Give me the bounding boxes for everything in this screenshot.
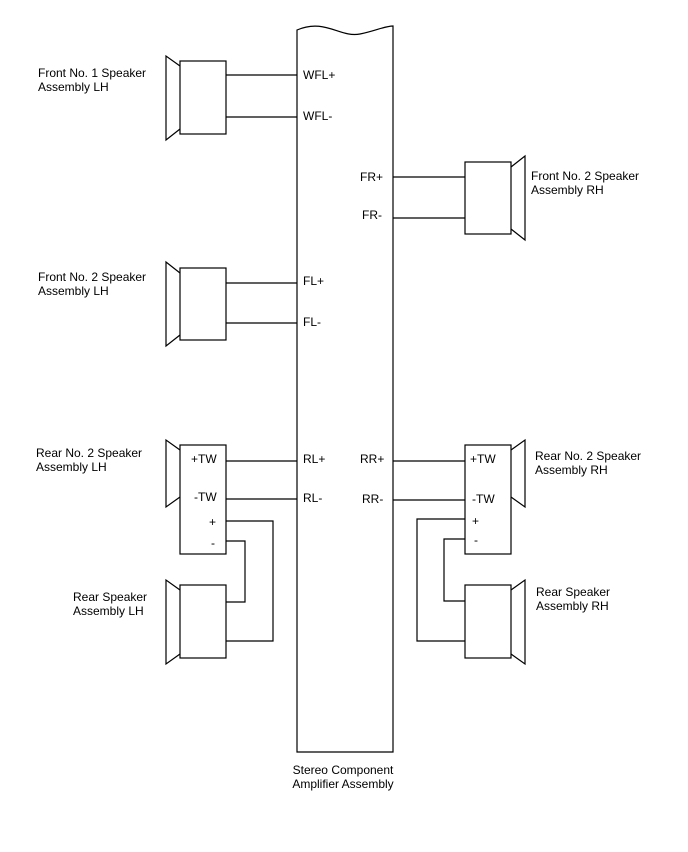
speaker-front2-rh [464, 154, 526, 242]
terminal-wfl-plus: WFL+ [303, 68, 335, 82]
label-rear2-lh-line1: Rear No. 2 Speaker [36, 446, 142, 460]
label-front1-lh-line2: Assembly LH [38, 80, 109, 94]
speaker-rear2-lh [165, 438, 227, 555]
terminal-fl-plus: FL+ [303, 274, 324, 288]
label-front2-lh-line1: Front No. 2 Speaker [38, 270, 146, 284]
label-rear-lh-line1: Rear Speaker [73, 590, 147, 604]
rear2-rh-tw-plus: +TW [470, 452, 496, 466]
label-front2-rh-line2: Assembly RH [531, 183, 604, 197]
wire-rear-lh-plus [226, 520, 274, 642]
rear2-rh-minus: - [474, 533, 478, 547]
terminal-fr-minus: FR- [362, 208, 382, 222]
rear2-lh-minus: - [211, 536, 215, 550]
rear2-rh-plus: + [472, 514, 479, 528]
terminal-rr-plus: RR+ [360, 452, 384, 466]
terminal-fl-minus: FL- [303, 315, 321, 329]
wire-rear-rh-minus [443, 538, 465, 602]
label-rear2-rh-line1: Rear No. 2 Speaker [535, 449, 641, 463]
terminal-rl-plus: RL+ [303, 452, 325, 466]
label-rear2-lh-line2: Assembly LH [36, 460, 107, 474]
amplifier-body [296, 25, 394, 753]
label-rear-rh-line2: Assembly RH [536, 599, 609, 613]
speaker-rear-lh [165, 578, 227, 666]
label-front2-rh-line1: Front No. 2 Speaker [531, 169, 639, 183]
rear2-lh-tw-plus: +TW [191, 452, 217, 466]
speaker-front1-lh [165, 54, 227, 142]
rear2-lh-plus: + [209, 515, 216, 529]
label-front2-lh-line2: Assembly LH [38, 284, 109, 298]
rear2-lh-tw-minus: -TW [194, 490, 217, 504]
label-rear-rh-line1: Rear Speaker [536, 585, 610, 599]
speaker-rear-rh [464, 578, 526, 666]
terminal-rl-minus: RL- [303, 491, 322, 505]
label-front1-lh-line1: Front No. 1 Speaker [38, 66, 146, 80]
amplifier-label-line2: Amplifier Assembly [292, 777, 393, 791]
terminal-rr-minus: RR- [362, 492, 383, 506]
wire-rear-rh-plus [416, 518, 465, 642]
terminal-fr-plus: FR+ [360, 170, 383, 184]
rear2-rh-tw-minus: -TW [472, 492, 495, 506]
label-rear2-rh-line2: Assembly RH [535, 463, 608, 477]
terminal-wfl-minus: WFL- [303, 109, 332, 123]
wire-rear-lh-minus [226, 540, 246, 603]
label-rear-lh-line2: Assembly LH [73, 604, 144, 618]
speaker-front2-lh [165, 260, 227, 348]
amplifier-label-line1: Stereo Component [293, 763, 394, 777]
